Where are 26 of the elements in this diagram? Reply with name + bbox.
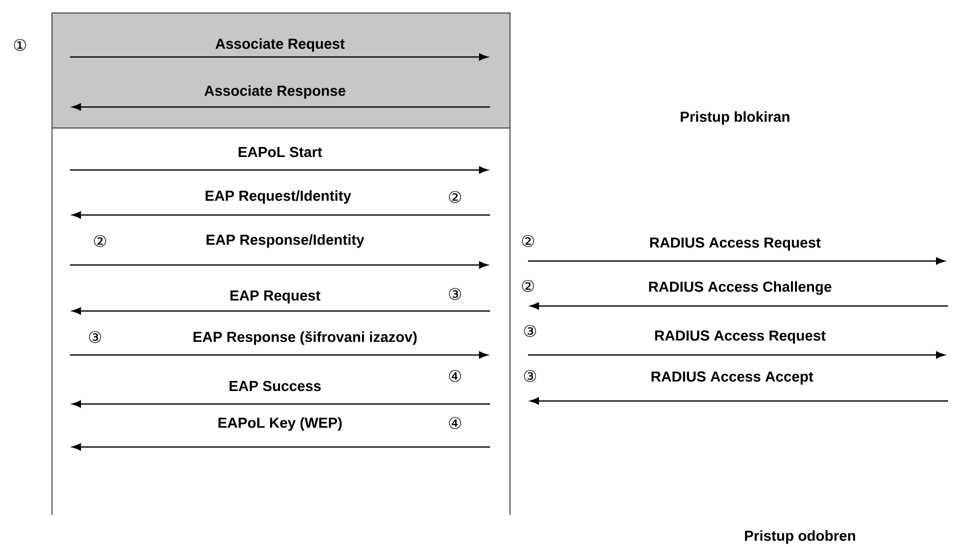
status-label: Pristup blokiran xyxy=(680,111,790,125)
message-label: EAP Request/Identity xyxy=(206,190,352,204)
step-number: ④ xyxy=(449,370,461,382)
message-label: RADIUS Access Challenge xyxy=(649,281,832,295)
message-label: EAP Success xyxy=(230,380,321,392)
step-number: ③ xyxy=(524,370,536,382)
message-label: EAPoL Key (WEP) xyxy=(218,417,342,431)
status-label: Pristup odobren xyxy=(745,530,856,544)
step-number: ③ xyxy=(89,331,101,343)
step-number: ② xyxy=(449,191,461,203)
message-label: RADIUS Access Request xyxy=(650,237,821,251)
step-number: ② xyxy=(522,235,534,247)
message-label: EAPoL Start xyxy=(238,146,322,158)
message-label: Associate Request xyxy=(216,38,345,52)
message-label: RADIUS Access Accept xyxy=(652,371,814,385)
message-label: Associate Response xyxy=(204,85,346,99)
step-number: ③ xyxy=(524,325,536,337)
step-number: ② xyxy=(522,280,534,292)
message-label: RADIUS Access Request xyxy=(655,330,826,344)
message-label: EAP Response (šifrovani izazov) xyxy=(194,331,417,345)
message-label: EAP Response/Identity xyxy=(206,234,364,248)
step-number: ④ xyxy=(449,417,461,429)
message-label: EAP Request xyxy=(230,290,320,304)
step-number: ② xyxy=(94,235,106,247)
step-number: ① xyxy=(14,39,26,51)
step-number: ③ xyxy=(449,288,461,300)
